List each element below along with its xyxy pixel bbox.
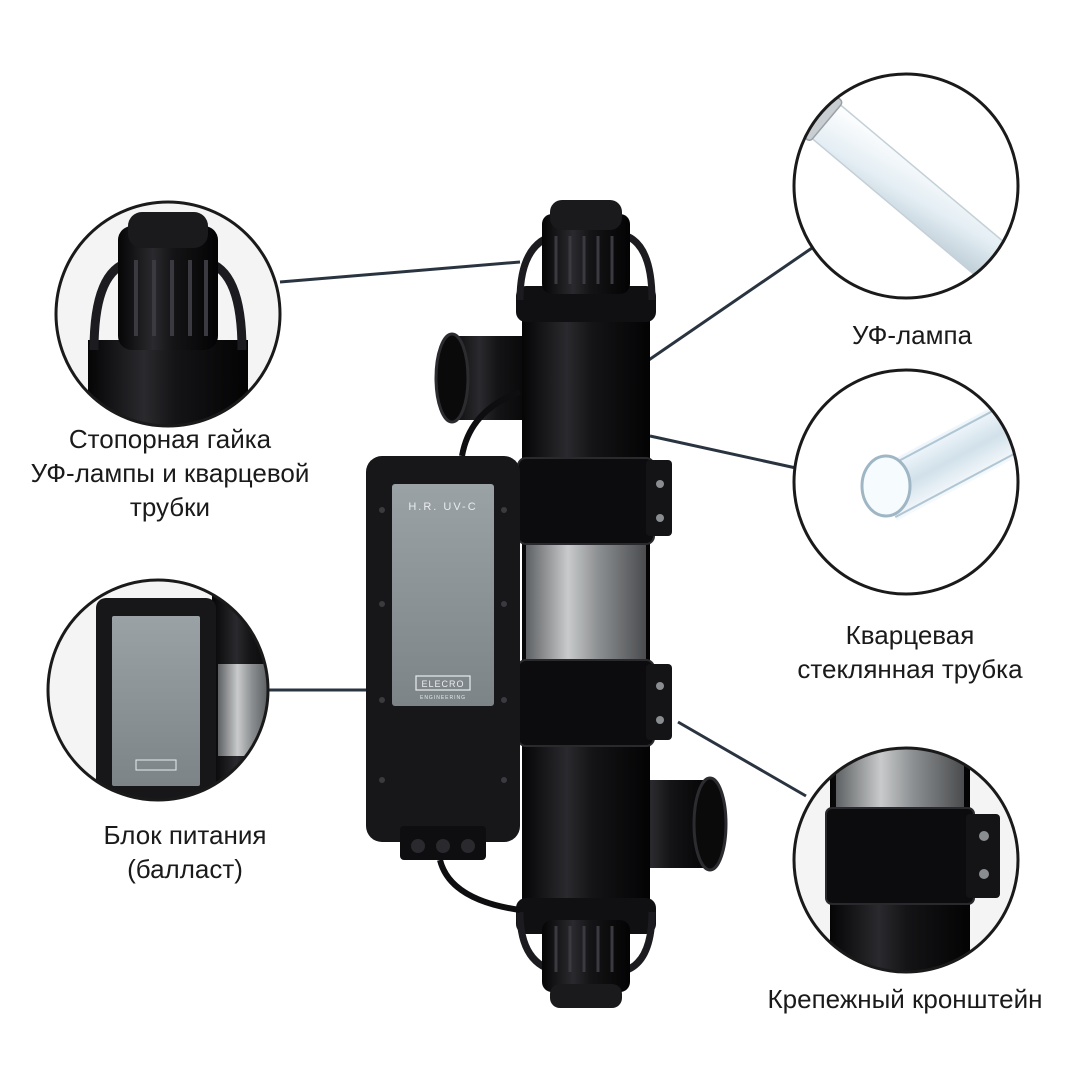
label-line: стеклянная трубка bbox=[797, 654, 1023, 684]
psu-logo-box bbox=[415, 675, 471, 691]
outlet-pipe-end bbox=[692, 776, 728, 872]
top-collar bbox=[516, 286, 656, 322]
callout-lamp-circle bbox=[792, 72, 1020, 300]
leader-nut bbox=[279, 260, 521, 284]
psu-cable bbox=[437, 859, 521, 913]
leader-lines bbox=[268, 246, 813, 798]
uv-unit: H.R. UV-C ELECRO ENGINEERING bbox=[366, 200, 728, 1008]
label-line: Стопорная гайка bbox=[68, 424, 272, 454]
psu-maker-sub: ENGINEERING bbox=[420, 695, 466, 701]
bottom-nut bbox=[542, 920, 630, 992]
label-line: Крепежный кронштейн bbox=[767, 984, 1043, 1014]
callout-label-uv-lamp: УФ-лампа bbox=[792, 318, 1032, 352]
bracket-plate-upper bbox=[646, 460, 672, 536]
top-nut-ribs bbox=[554, 236, 614, 284]
clamp-band-upper bbox=[517, 457, 655, 545]
leader-lamp bbox=[639, 246, 813, 368]
psu-cable-top bbox=[459, 389, 522, 457]
label-line: Кварцевая bbox=[845, 620, 975, 650]
leader-quartz bbox=[649, 434, 797, 470]
label-line: (балласт) bbox=[127, 854, 243, 884]
top-knob bbox=[550, 200, 622, 230]
callout-psu-circle bbox=[46, 578, 270, 802]
callout-nut-circle bbox=[54, 200, 282, 428]
psu-panel bbox=[392, 484, 494, 706]
psu-gland bbox=[436, 839, 450, 853]
bottom-nut-ribs bbox=[554, 926, 614, 972]
callout-label-quartz-tube: Кварцевая стеклянная трубка bbox=[760, 618, 1060, 686]
bracket-screw bbox=[656, 682, 664, 690]
psu-gland bbox=[461, 839, 475, 853]
label-line: УФ-лампа bbox=[851, 320, 973, 350]
label-line: УФ-лампы и кварцевой bbox=[30, 458, 310, 488]
callout-label-power-supply: Блок питания (балласт) bbox=[40, 818, 330, 886]
leader-bracket bbox=[677, 720, 807, 798]
top-nut bbox=[542, 214, 630, 294]
inlet-pipe-end bbox=[434, 332, 470, 424]
bracket-plate-lower bbox=[646, 664, 672, 740]
psu-brand-text: H.R. UV-C bbox=[408, 501, 477, 513]
psu-gland bbox=[411, 839, 425, 853]
bracket-screw bbox=[656, 480, 664, 488]
psu-screws bbox=[379, 507, 507, 783]
callout-quartz-circle bbox=[792, 368, 1020, 596]
label-line: Блок питания bbox=[103, 820, 267, 850]
psu-maker-text: ELECRO bbox=[421, 679, 464, 689]
bottom-knob bbox=[550, 984, 622, 1008]
callout-label-mounting-bracket: Крепежный кронштейн bbox=[740, 982, 1070, 1016]
bracket-screw bbox=[656, 716, 664, 724]
steel-section bbox=[526, 538, 646, 660]
clamp-band-lower bbox=[517, 659, 655, 747]
label-line: трубки bbox=[129, 492, 211, 522]
callout-label-lock-nut: Стопорная гайка УФ-лампы и кварцевой тру… bbox=[0, 422, 340, 524]
callout-bracket-circle bbox=[792, 746, 1020, 974]
bracket-screw bbox=[656, 514, 664, 522]
